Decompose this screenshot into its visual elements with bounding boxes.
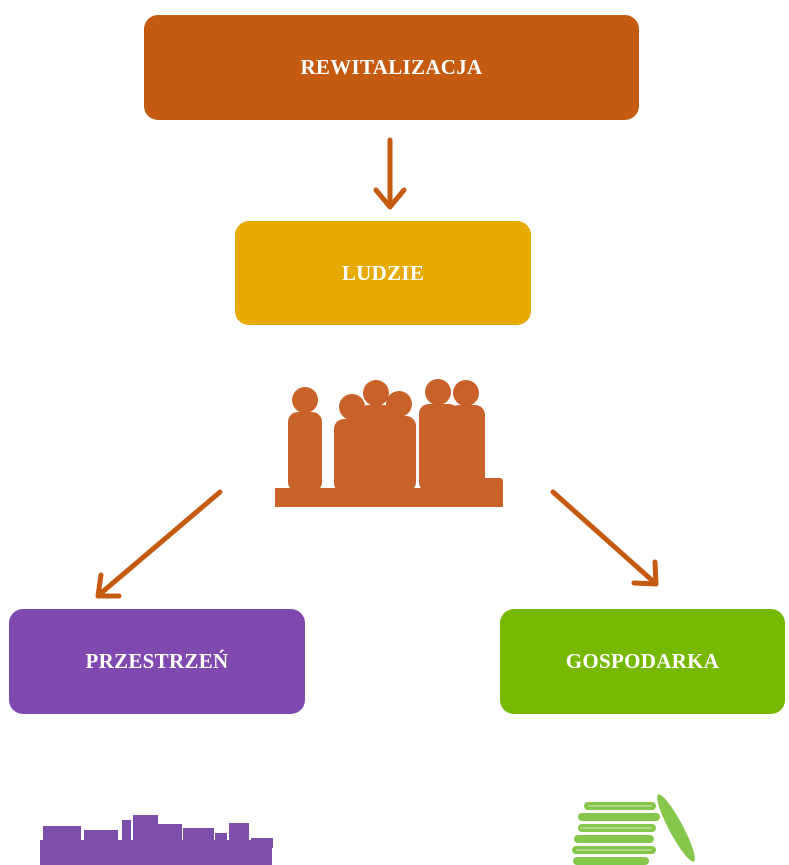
city-skyline-icon bbox=[40, 815, 273, 865]
gospodarka-label: GOSPODARKA bbox=[565, 649, 720, 673]
arrow-top-to-ludzie bbox=[373, 137, 407, 210]
arrow-ludzie-to-przestrzen bbox=[95, 489, 223, 599]
przestrzen-box: PRZESTRZEŃ bbox=[9, 609, 305, 714]
ludzie-label: LUDZIE bbox=[341, 260, 425, 285]
coin-stack-icon bbox=[572, 794, 695, 865]
ludzie-box: LUDZIE bbox=[235, 221, 531, 325]
gospodarka-box: GOSPODARKA bbox=[500, 609, 785, 714]
przestrzen-label: PRZESTRZEŃ bbox=[85, 649, 229, 673]
rewitalizacja-label: REWITALIZACJA bbox=[300, 55, 483, 79]
arrow-ludzie-to-gospodarka bbox=[550, 489, 659, 587]
people-group-icon bbox=[275, 379, 503, 507]
rewitalizacja-box: REWITALIZACJA bbox=[144, 15, 639, 120]
